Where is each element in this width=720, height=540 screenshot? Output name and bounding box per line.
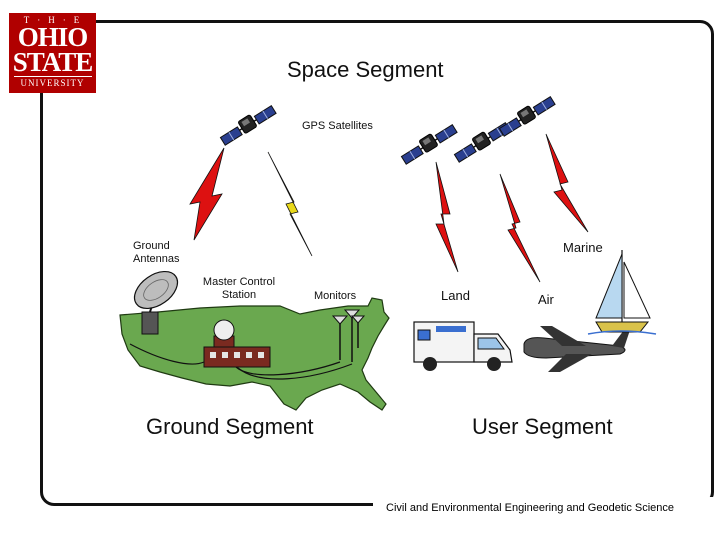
master-control-station-icon — [203, 319, 271, 368]
gps-satellites-label: GPS Satellites — [302, 120, 373, 132]
satellite-icon — [496, 92, 557, 138]
logo-state: STATE — [12, 47, 94, 77]
logo-rule — [13, 76, 92, 77]
signal-bolt-red — [545, 133, 589, 233]
signal-bolt-yellow — [267, 151, 313, 257]
signal-bolt-red — [189, 147, 225, 241]
ground-antenna-icon — [133, 270, 179, 335]
cable — [237, 363, 353, 380]
logo-university: UNIVERSITY — [20, 78, 85, 88]
marine-label: Marine — [563, 240, 603, 255]
space-segment-title: Space Segment — [287, 57, 444, 82]
air-label: Air — [538, 292, 554, 307]
satellite-icon — [398, 120, 459, 166]
cable — [129, 343, 205, 365]
ohio-state-logo: T·H·E OHIO STATE UNIVERSITY — [9, 13, 96, 93]
monitor-station-icon — [331, 309, 366, 362]
satellite-icon — [217, 101, 278, 147]
satellite-icon — [451, 118, 512, 164]
master-control-station-label: Master Control Station — [202, 276, 276, 301]
airplane-icon — [523, 326, 630, 372]
land-label: Land — [441, 288, 470, 303]
sailboat-icon — [587, 250, 657, 335]
ambulance-icon — [413, 321, 513, 371]
ground-antennas-label: Ground Antennas — [133, 240, 180, 265]
signal-bolt-red — [435, 161, 459, 273]
signal-bolt-red — [499, 173, 541, 283]
logo-ohio: OHIO — [17, 22, 89, 52]
user-segment-title: User Segment — [472, 414, 613, 439]
monitors-label: Monitors — [314, 290, 357, 302]
ground-segment-title: Ground Segment — [146, 414, 314, 439]
footer-caption: Civil and Environmental Engineering and … — [373, 497, 720, 519]
logo-the: T·H·E — [23, 15, 88, 25]
